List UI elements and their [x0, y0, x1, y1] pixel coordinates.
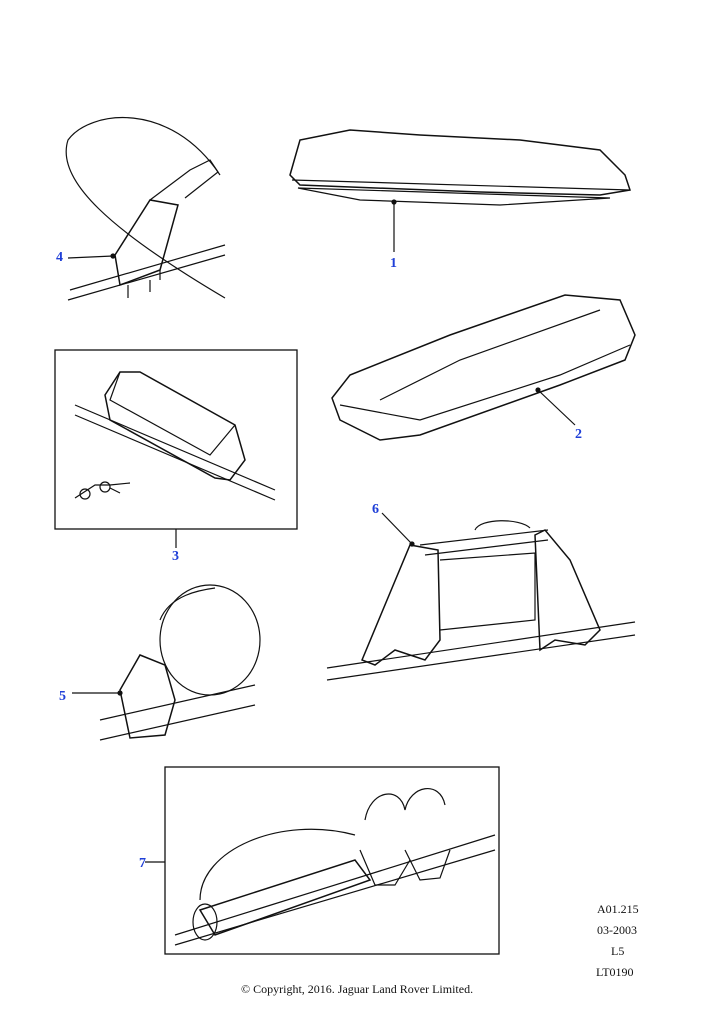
callout-6[interactable]: 6 — [372, 502, 379, 517]
callout-4[interactable]: 4 — [56, 250, 63, 265]
copyright-notice: © Copyright, 2016. Jaguar Land Rover Lim… — [241, 982, 474, 996]
part-4-ski-holder-drawing — [65, 117, 226, 301]
callout-2[interactable]: 2 — [575, 427, 582, 442]
illustration-code: LT0190 — [596, 965, 634, 979]
callout-7[interactable]: 7 — [139, 856, 146, 871]
callout-3[interactable]: 3 — [172, 549, 179, 564]
illustration-date: 03-2003 — [597, 923, 637, 937]
callout-5[interactable]: 5 — [59, 689, 66, 704]
part-2-roof-box-drawing — [331, 294, 636, 441]
part-3-ski-carrier-box — [54, 349, 298, 548]
part-5-clamp-drawing — [72, 584, 261, 741]
part-1-roof-box-side-drawing — [289, 129, 631, 252]
illustration-ref: A01.215 — [597, 902, 639, 916]
callout-1[interactable]: 1 — [390, 256, 397, 271]
part-6-carrier-frame-drawing — [326, 512, 636, 681]
illustration-level: L5 — [611, 944, 625, 958]
part-7-holder-box — [145, 766, 500, 955]
